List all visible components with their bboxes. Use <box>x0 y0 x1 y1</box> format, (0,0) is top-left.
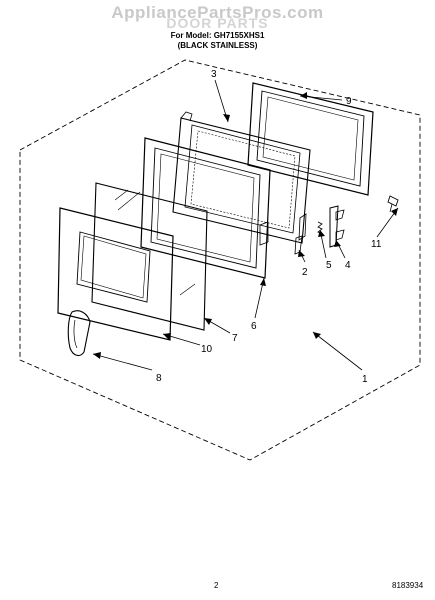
callout-3: 3 <box>211 69 217 80</box>
leader-arrowheads <box>93 92 398 359</box>
callout-1: 1 <box>362 374 368 385</box>
callout-2: 2 <box>302 267 308 278</box>
document-code: 8183934 <box>392 581 424 590</box>
callout-8: 8 <box>156 373 162 384</box>
callout-10: 10 <box>201 344 213 355</box>
leader-lines <box>92 79 399 371</box>
diagram-title: DOOR PARTS <box>166 15 269 31</box>
part-front-panel <box>57 207 174 341</box>
variant-line: (BLACK STAINLESS) <box>177 41 258 50</box>
assembly-boundary <box>19 59 421 461</box>
model-info: For Model: GH7155XHS1 (BLACK STAINLESS) <box>0 31 435 51</box>
callout-9: 9 <box>346 96 352 107</box>
part-door-frame <box>140 137 271 279</box>
model-line: For Model: GH7155XHS1 <box>170 31 265 40</box>
watermark-text: AppliancePartsPros.com <box>111 3 324 22</box>
part-glass-panel <box>91 182 208 331</box>
callout-11: 11 <box>371 239 382 250</box>
callout-6: 6 <box>251 321 257 332</box>
part-spring <box>317 221 323 235</box>
page-number: 2 <box>214 581 219 590</box>
part-handle <box>67 310 91 357</box>
callout-7: 7 <box>232 333 238 344</box>
callout-4: 4 <box>345 260 351 271</box>
part-screw <box>387 195 399 213</box>
part-latch-hook <box>329 205 345 248</box>
callout-labels: 1 2 3 4 5 6 7 8 9 10 11 <box>156 69 382 385</box>
callout-5: 5 <box>326 260 332 271</box>
part-choke-frame <box>172 111 311 244</box>
